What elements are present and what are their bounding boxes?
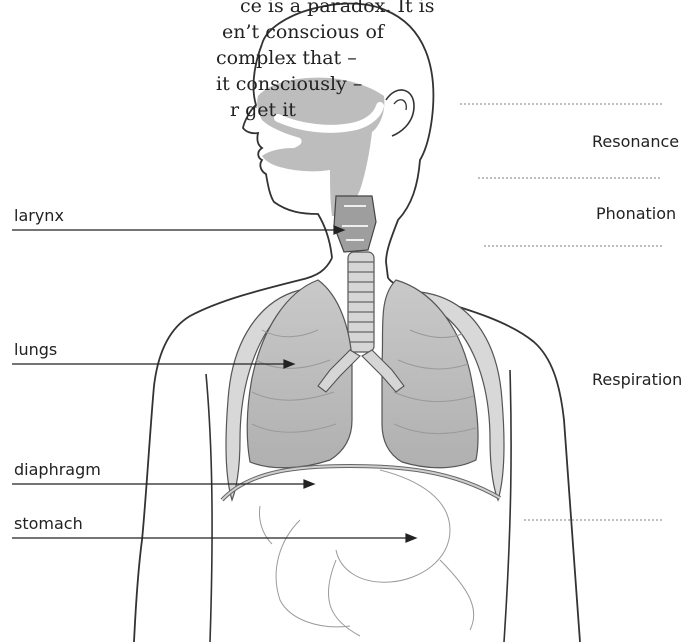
respiration-label: Respiration [592,370,682,389]
resonance-label: Resonance [592,132,679,151]
larynx-structure [334,196,376,252]
text-line-2: en’t conscious of [222,20,384,44]
larynx-leader [12,226,344,234]
diaphragm-label: diaphragm [14,460,101,479]
left-arm-line [206,374,212,642]
stomach-label: stomach [14,514,83,533]
text-line-4: it consciously – [216,72,362,96]
diaphragm-muscle [222,466,500,500]
text-line-3: complex that – [216,46,357,70]
text-line-1: ce is a paradox. It is [240,0,434,18]
right-arm-line [504,370,511,642]
stomach-leader [12,534,416,542]
stomach-outline [336,470,450,582]
trachea [348,252,374,352]
ear [386,90,414,136]
phonation-label: Phonation [596,204,676,223]
diaphragm-leader [12,480,314,488]
lungs-label: lungs [14,340,57,359]
larynx-label: larynx [14,206,64,225]
text-line-5: r get it [230,98,296,122]
